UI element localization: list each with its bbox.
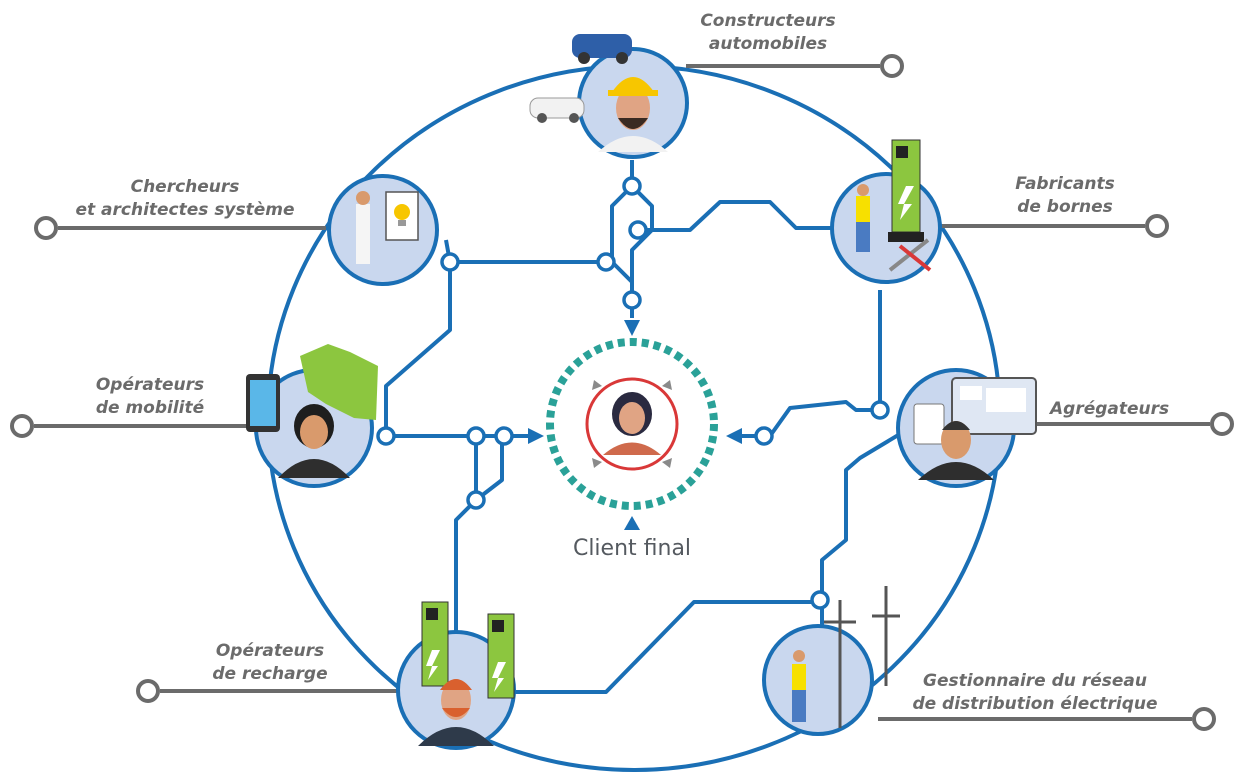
label-chercheurs-line2: et architectes système	[75, 200, 295, 220]
label-operateurs-mobilite: Opérateurs de mobilité	[70, 374, 230, 420]
label-operateurs-recharge-line1: Opérateurs	[215, 641, 325, 661]
client-final-label: Client final	[572, 536, 692, 561]
label-fabricants-line2: de bornes	[1017, 197, 1113, 217]
label-connectors	[10, 54, 1234, 731]
label-operateurs-mobilite-line2: de mobilité	[95, 398, 205, 418]
avatar-agregateurs	[896, 368, 1037, 488]
label-gestionnaire: Gestionnaire du réseau de distribution é…	[900, 670, 1170, 716]
label-gestionnaire-line1: Gestionnaire du réseau	[923, 671, 1147, 691]
avatar-chercheurs	[327, 174, 439, 286]
label-agregateurs-line1: Agrégateurs	[1050, 399, 1170, 419]
label-operateurs-recharge: Opérateurs de recharge	[190, 640, 350, 686]
label-constructeurs: Constructeurs automobiles	[672, 10, 864, 56]
label-chercheurs: Chercheurs et architectes système	[60, 176, 310, 222]
label-agregateurs: Agrégateurs	[1050, 398, 1200, 421]
label-constructeurs-line2: automobiles	[708, 34, 828, 54]
avatar-gestionnaire	[762, 586, 900, 736]
junction-nodes	[376, 176, 890, 610]
avatar-operateurs-mobilite	[246, 344, 378, 488]
avatar-constructeurs	[529, 34, 689, 159]
label-fabricants: Fabricants de bornes	[990, 173, 1140, 219]
label-gestionnaire-line2: de distribution électrique	[912, 694, 1158, 714]
label-operateurs-recharge-line2: de recharge	[212, 664, 328, 684]
arrowheads	[528, 320, 742, 530]
avatar-fabricants	[830, 139, 942, 284]
label-constructeurs-line1: Constructeurs	[700, 11, 836, 31]
client-final-hub	[546, 338, 718, 510]
label-chercheurs-line1: Chercheurs	[130, 177, 240, 197]
label-fabricants-line1: Fabricants	[1015, 174, 1115, 194]
avatar-operateurs-recharge	[396, 601, 516, 750]
label-operateurs-mobilite-line1: Opérateurs	[95, 375, 205, 395]
